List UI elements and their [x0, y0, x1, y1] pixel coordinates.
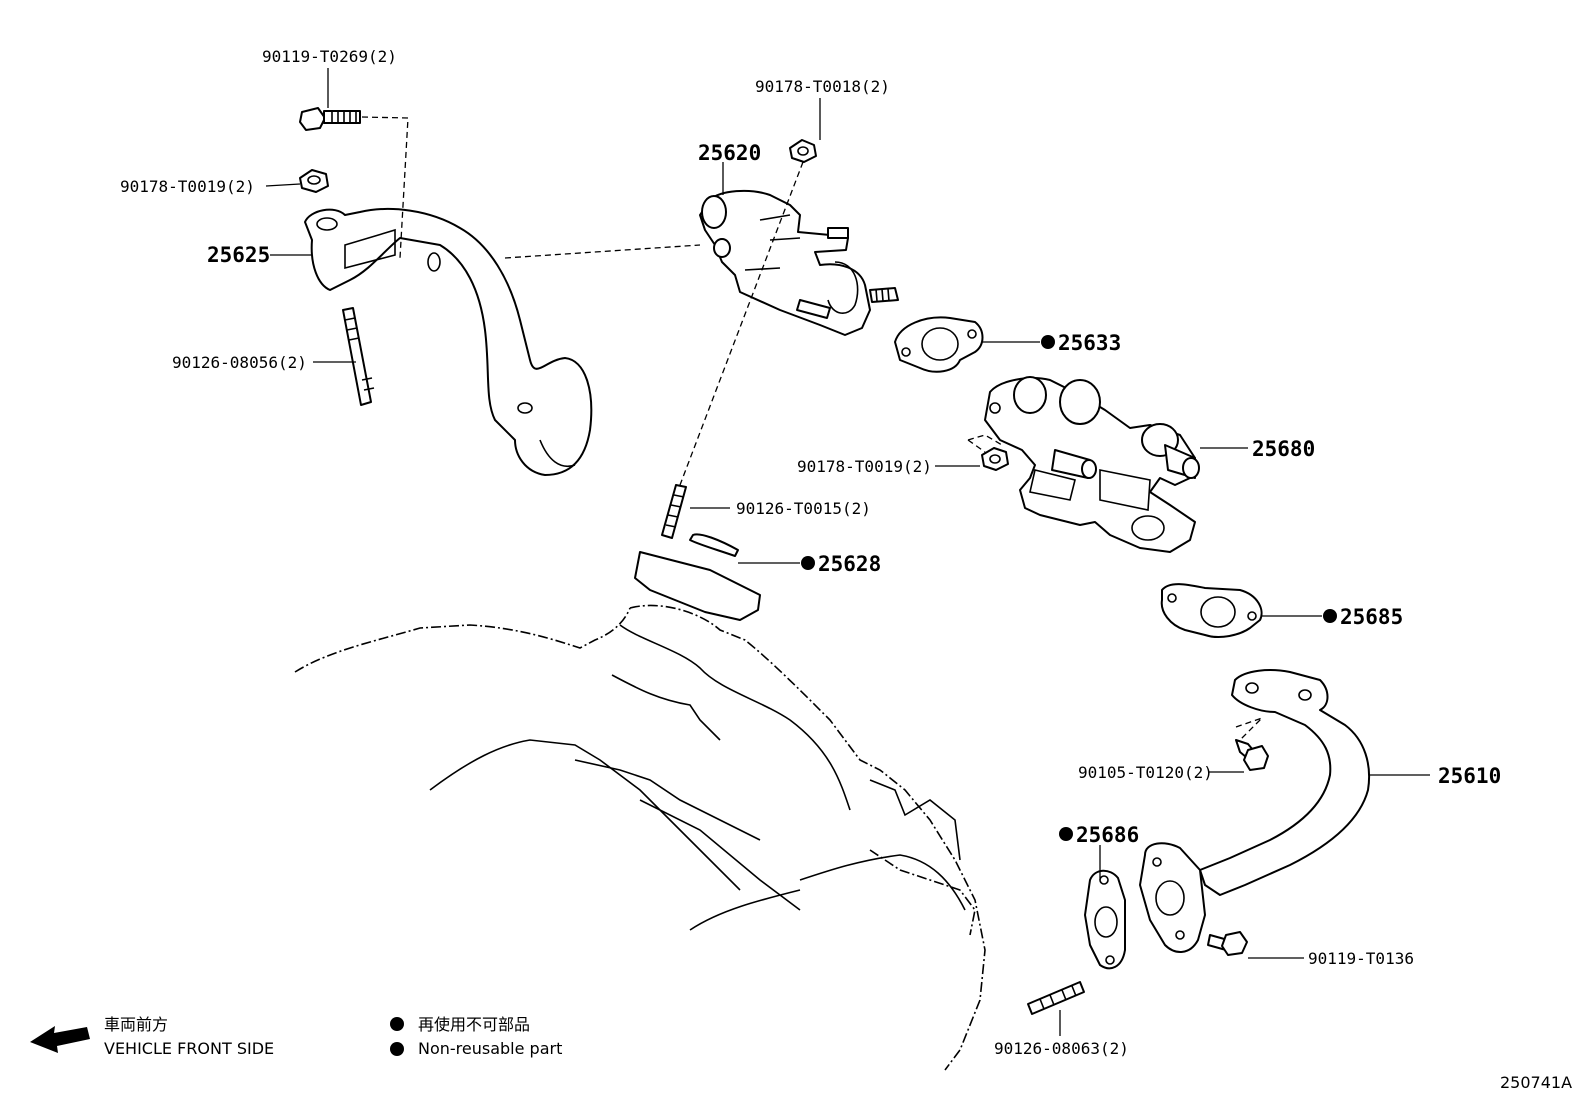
label-90119-T0136[interactable]: 90119-T0136: [1308, 949, 1414, 968]
stud-90126-T0015[interactable]: [661, 484, 687, 539]
label-90126-08063[interactable]: 90126-08063(2): [994, 1039, 1129, 1058]
bracket-25625[interactable]: [304, 207, 593, 476]
gasket-25628[interactable]: [689, 533, 739, 557]
front-arrow-icon: [30, 1026, 90, 1053]
label-90178-T0018[interactable]: 90178-T0018(2): [755, 77, 890, 96]
label-25610[interactable]: 25610: [1438, 764, 1501, 788]
label-25686[interactable]: 25686: [1076, 823, 1139, 847]
legend-front-side: 車両前方 VEHICLE FRONT SIDE: [30, 1015, 274, 1058]
nonreuse-legend-dot-2: [390, 1042, 404, 1056]
label-25680[interactable]: 25680: [1252, 437, 1315, 461]
leader-lines: [265, 68, 1430, 1036]
bolt-90119-T0136[interactable]: [1207, 931, 1248, 956]
stud-90126-08063[interactable]: [1027, 981, 1085, 1015]
nonreuse-dot-25628: [801, 556, 815, 570]
diagram-ref-number: 250741A: [1500, 1073, 1572, 1092]
nut-90178-T0019-lower[interactable]: [981, 447, 1009, 471]
engine-ghost-outline: [294, 604, 986, 1071]
label-90105-T0120[interactable]: 90105-T0120(2): [1078, 763, 1213, 782]
legend-nonreusable: 再使用不可部品 Non-reusable part: [390, 1015, 562, 1058]
pipe-25610[interactable]: [1139, 669, 1371, 953]
nonreuse-dot-25686: [1059, 827, 1073, 841]
label-90126-T0015[interactable]: 90126-T0015(2): [736, 499, 871, 518]
nonreuse-en: Non-reusable part: [418, 1039, 562, 1058]
valve-25620[interactable]: [699, 189, 899, 336]
label-90178-T0019-lower[interactable]: 90178-T0019(2): [797, 457, 932, 476]
label-90119-T0269[interactable]: 90119-T0269(2): [262, 47, 397, 66]
label-25625[interactable]: 25625: [207, 243, 270, 267]
label-25633[interactable]: 25633: [1058, 331, 1121, 355]
bolt-90105-T0120[interactable]: [1235, 739, 1269, 771]
label-25620[interactable]: 25620: [698, 141, 761, 165]
egr-cooler-25680[interactable]: [984, 376, 1200, 553]
label-25628[interactable]: 25628: [818, 552, 881, 576]
front-side-jp: 車両前方: [104, 1015, 168, 1034]
stud-90126-08056[interactable]: [342, 307, 375, 406]
bolt-90119-T0269[interactable]: [299, 107, 361, 131]
label-90126-08056[interactable]: 90126-08056(2): [172, 353, 307, 372]
nut-90178-T0018[interactable]: [789, 139, 817, 163]
nonreuse-dot-25633: [1041, 335, 1055, 349]
assembly-dashed-lines: [361, 116, 1263, 741]
label-90178-T0019-top[interactable]: 90178-T0019(2): [120, 177, 255, 196]
nonreuse-legend-dot-1: [390, 1017, 404, 1031]
nonreuse-dot-25685: [1323, 609, 1337, 623]
gasket-25686[interactable]: [1084, 869, 1126, 970]
nonreuse-jp: 再使用不可部品: [418, 1015, 530, 1034]
gasket-25685[interactable]: [1160, 583, 1263, 638]
gasket-25633[interactable]: [894, 316, 984, 373]
nut-90178-T0019-top[interactable]: [299, 169, 329, 193]
manifold-flange: [634, 551, 761, 621]
label-25685[interactable]: 25685: [1340, 605, 1403, 629]
front-side-en: VEHICLE FRONT SIDE: [104, 1039, 274, 1058]
